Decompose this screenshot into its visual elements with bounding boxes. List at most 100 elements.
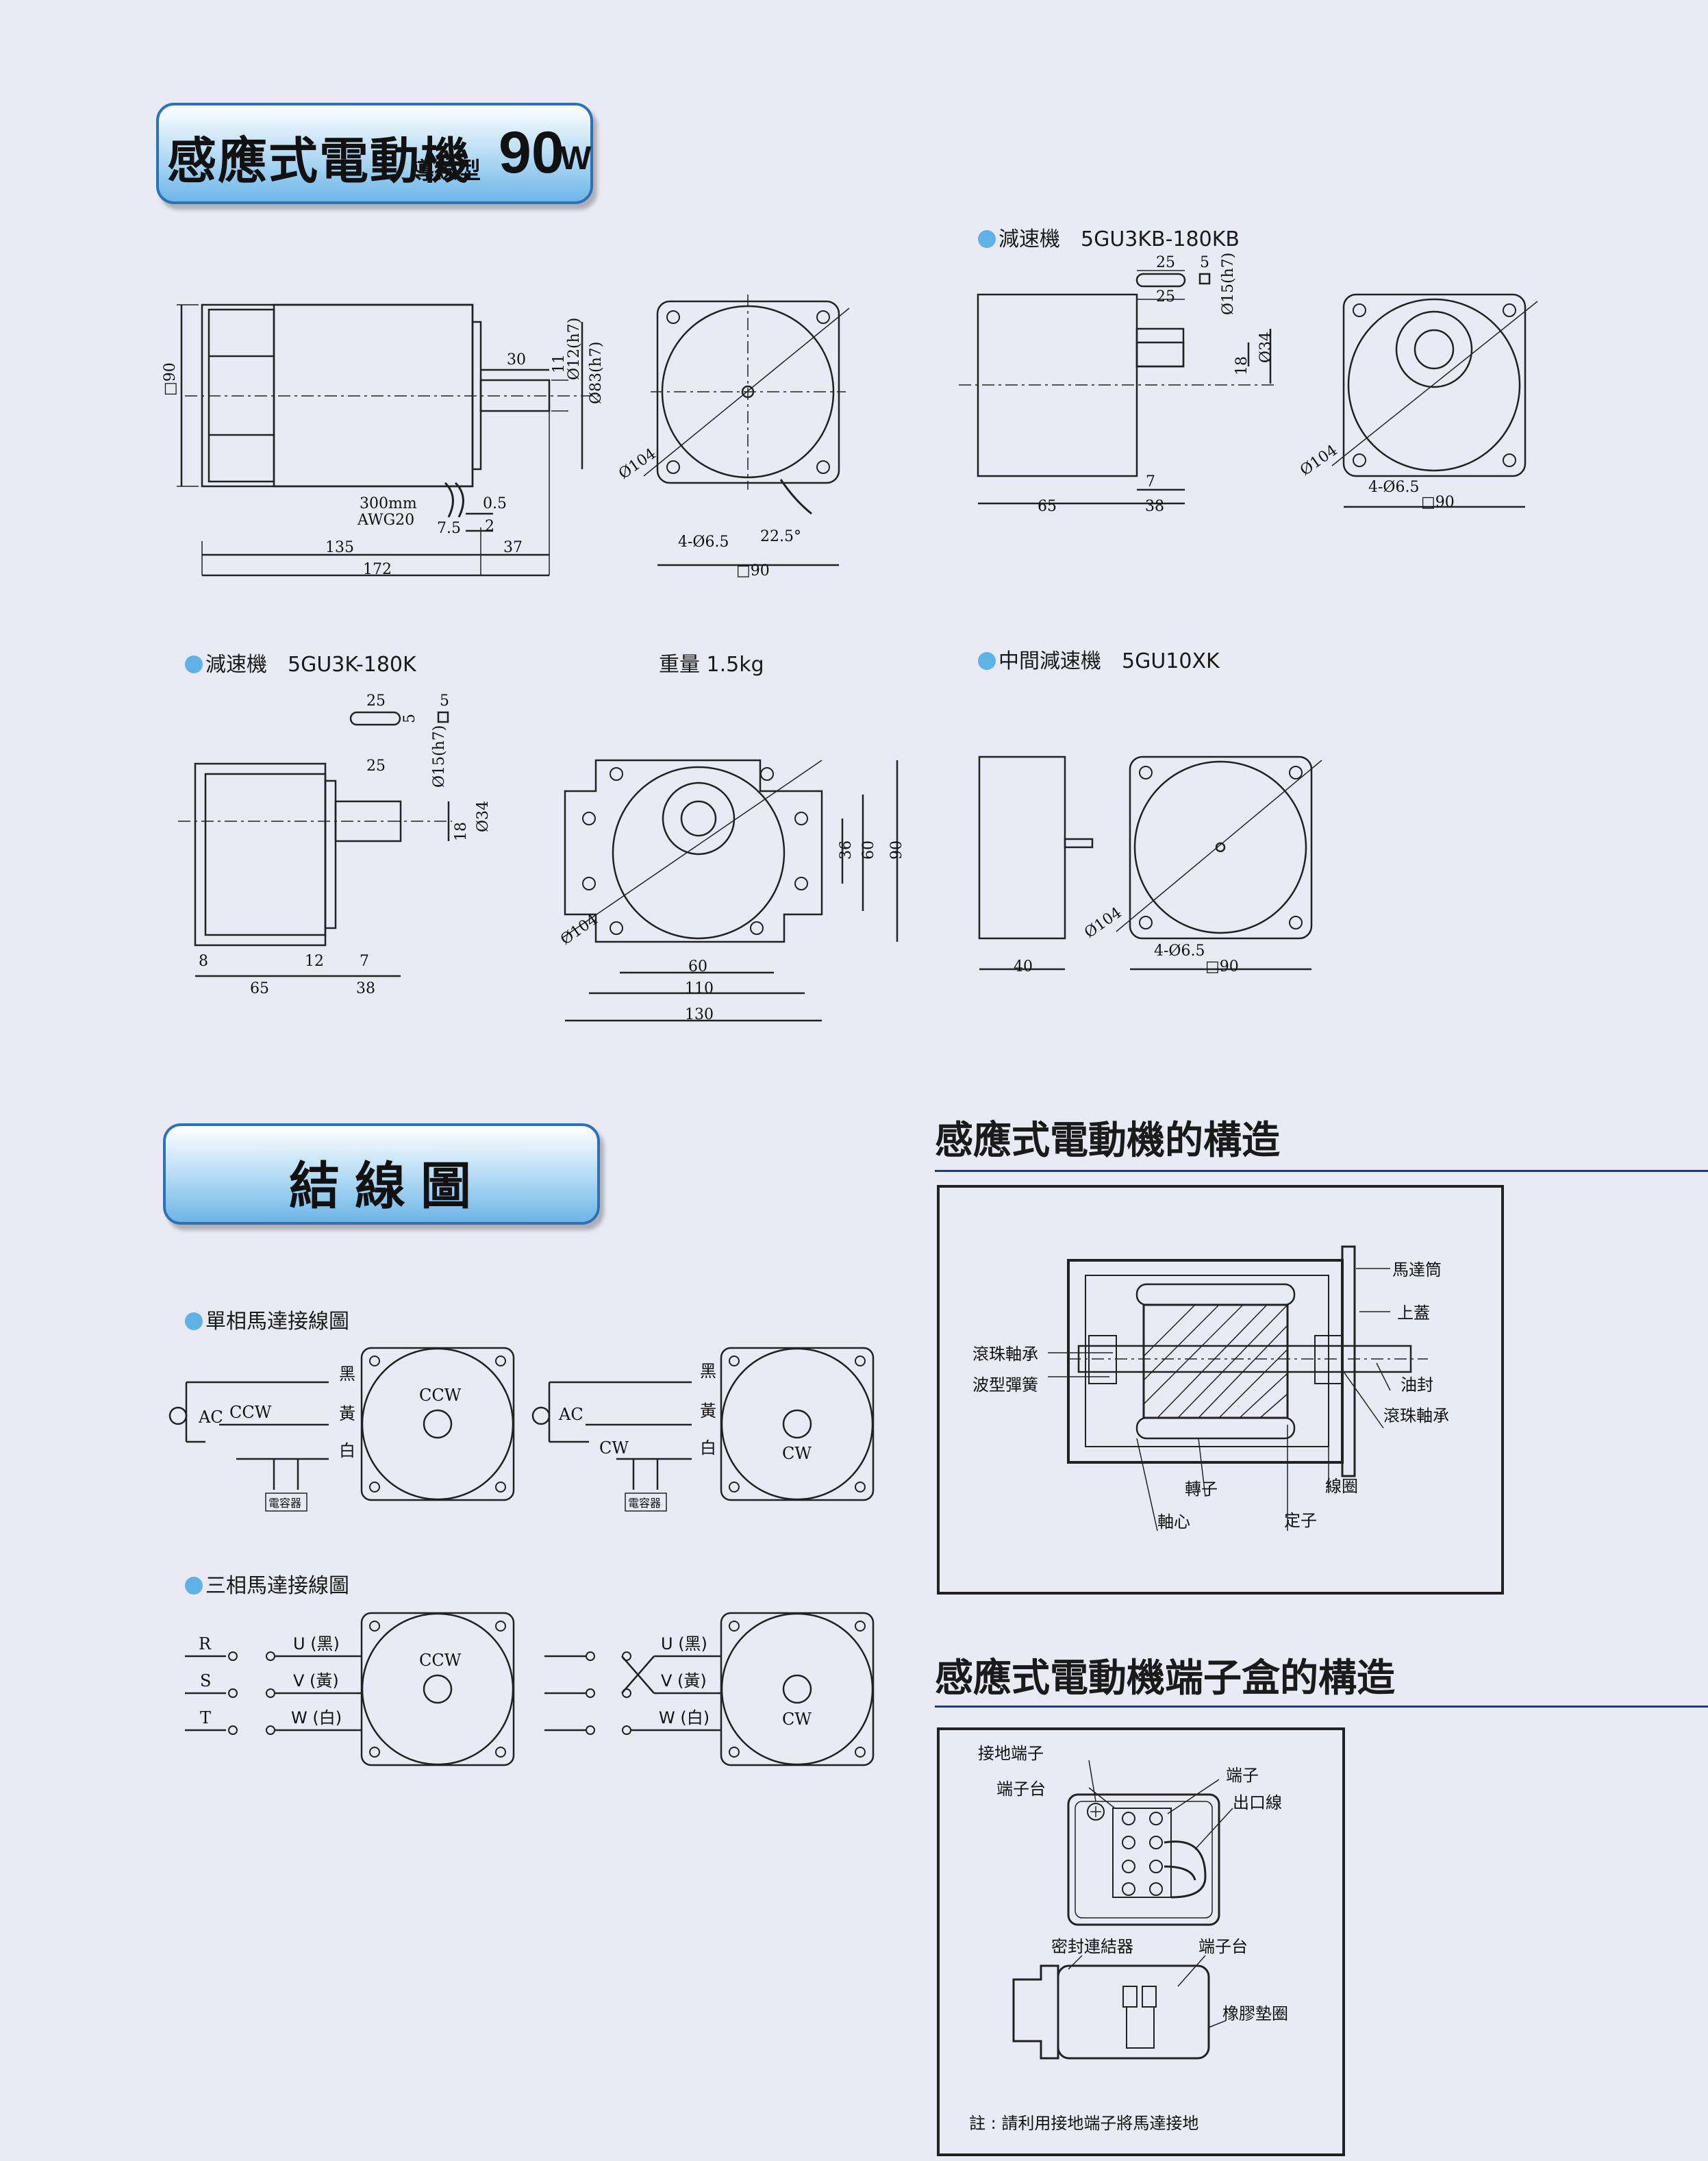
svg-text:U (黑): U (黑) xyxy=(293,1634,340,1653)
gear-k-face-view: Ø104 36 60 90 60 110 130 xyxy=(557,759,905,1023)
svg-text:T: T xyxy=(200,1708,211,1727)
motor-side-view: □90 30 11 Ø12(h7) Ø83(h7) 300mm AWG20 0.… xyxy=(162,303,605,578)
gear-kb-side-view: 25 5 25 Ø15(h7) 18 Ø34 7 65 38 xyxy=(959,253,1274,515)
svg-text:37: 37 xyxy=(503,539,523,556)
gear-k-side-view: 25 5 5 25 Ø15(h7) 18 Ø34 8 12 7 65 38 xyxy=(178,692,492,997)
bullet-icon xyxy=(185,655,203,673)
structure-rule xyxy=(935,1170,1708,1172)
three-phase-cw-diagram: U (黑) V (黃) W (白) CW xyxy=(544,1612,875,1766)
svg-text:□90: □90 xyxy=(736,562,770,579)
power-unit: W xyxy=(560,140,592,177)
svg-text:5: 5 xyxy=(401,714,418,723)
svg-text:AC: AC xyxy=(558,1405,583,1424)
terminal-box-diagram: 接地端子 端子台 端子 出口線 密封連結器 端子台 橡膠墊圈 註 : 請利用接地… xyxy=(969,1744,1288,2133)
svg-text:電容器: 電容器 xyxy=(268,1497,301,1510)
svg-text:7: 7 xyxy=(1146,473,1155,490)
weight-label: 重量 1.5kg xyxy=(659,653,764,677)
svg-text:25: 25 xyxy=(1156,288,1175,305)
svg-text:22.5°: 22.5° xyxy=(760,528,801,545)
terminal-box-rule xyxy=(935,1706,1708,1708)
svg-text:Ø15(h7): Ø15(h7) xyxy=(1220,253,1237,315)
svg-text:滾珠軸承: 滾珠軸承 xyxy=(1383,1406,1449,1425)
single-phase-ccw-diagram: 電容器 AC CCW 黑 黃 白 CCW xyxy=(168,1347,515,1512)
wiring-banner: 結線圖 xyxy=(163,1123,600,1225)
svg-text:25: 25 xyxy=(366,758,386,775)
svg-text:端子台: 端子台 xyxy=(1198,1937,1248,1956)
svg-text:5: 5 xyxy=(440,692,449,710)
svg-text:12: 12 xyxy=(305,953,324,970)
svg-text:8: 8 xyxy=(199,953,208,970)
svg-text:定子: 定子 xyxy=(1284,1511,1317,1530)
svg-text:Ø34: Ø34 xyxy=(1257,332,1274,363)
svg-text:36: 36 xyxy=(838,840,855,860)
svg-text:□90: □90 xyxy=(1421,494,1455,511)
svg-text:W (白): W (白) xyxy=(659,1708,709,1727)
svg-text:38: 38 xyxy=(1145,498,1164,515)
svg-text:滾珠軸承: 滾珠軸承 xyxy=(972,1345,1038,1364)
svg-text:5: 5 xyxy=(1200,254,1209,271)
bullet-icon xyxy=(978,230,996,248)
terminal-box-title: 感應式電動機端子盒的構造 xyxy=(935,1656,1395,1701)
svg-text:25: 25 xyxy=(366,692,386,710)
svg-text:接地端子: 接地端子 xyxy=(978,1744,1044,1763)
title-banner: 感應式電動機 導線型 90 W xyxy=(156,103,593,204)
svg-text:172: 172 xyxy=(363,561,392,578)
label-single-phase: 單相馬達接線圖 xyxy=(185,1304,349,1334)
svg-text:CCW: CCW xyxy=(419,1386,462,1405)
svg-text:Ø34: Ø34 xyxy=(475,801,492,832)
svg-text:65: 65 xyxy=(250,980,269,997)
structure-frame xyxy=(937,1185,1504,1595)
svg-text:CCW: CCW xyxy=(419,1651,462,1670)
svg-text:線圈: 線圈 xyxy=(1325,1477,1358,1496)
svg-text:CCW: CCW xyxy=(229,1403,272,1422)
svg-text:7.5: 7.5 xyxy=(437,520,461,537)
svg-text:密封連結器: 密封連結器 xyxy=(1051,1937,1133,1956)
svg-text:橡膠墊圈: 橡膠墊圈 xyxy=(1222,2004,1288,2023)
svg-text:CW: CW xyxy=(782,1444,812,1463)
svg-text:馬達筒: 馬達筒 xyxy=(1392,1260,1442,1279)
svg-text:黃: 黃 xyxy=(339,1404,355,1423)
svg-text:18: 18 xyxy=(453,822,470,841)
svg-text:Ø104: Ø104 xyxy=(616,445,660,483)
svg-text:W (白): W (白) xyxy=(291,1708,342,1727)
svg-text:130: 130 xyxy=(685,1006,714,1023)
svg-text:4-Ø6.5: 4-Ø6.5 xyxy=(678,534,729,551)
svg-text:38: 38 xyxy=(356,980,375,997)
svg-text:出口線: 出口線 xyxy=(1233,1793,1282,1812)
bullet-icon xyxy=(185,1312,203,1330)
svg-text:4-Ø6.5: 4-Ø6.5 xyxy=(1154,942,1205,960)
svg-text:AWG20: AWG20 xyxy=(357,512,414,529)
svg-text:端子台: 端子台 xyxy=(996,1779,1046,1799)
svg-text:90: 90 xyxy=(888,840,905,860)
power-value: 90 xyxy=(499,120,564,186)
motor-flange-view: Ø104 4-Ø6.5 22.5° □90 xyxy=(616,295,850,579)
svg-text:30: 30 xyxy=(507,351,526,369)
svg-text:上蓋: 上蓋 xyxy=(1397,1303,1430,1323)
wiring-title: 結線圖 xyxy=(289,1157,486,1216)
svg-text:CW: CW xyxy=(599,1438,629,1458)
svg-text:白: 白 xyxy=(700,1438,716,1458)
svg-text:2: 2 xyxy=(485,518,494,535)
svg-text:60: 60 xyxy=(688,958,707,975)
svg-text:波型彈簧: 波型彈簧 xyxy=(972,1375,1038,1395)
motor-structure-diagram: 馬達筒 上蓋 滾珠軸承 波型彈簧 油封 滾珠軸承 轉子 線圈 軸心 定子 xyxy=(972,1245,1449,1532)
svg-text:AC: AC xyxy=(198,1408,223,1427)
terminal-box-frame xyxy=(937,1727,1345,2156)
structure-title: 感應式電動機的構造 xyxy=(935,1119,1280,1163)
svg-text:白: 白 xyxy=(339,1441,355,1460)
svg-text:Ø83(h7): Ø83(h7) xyxy=(588,342,605,404)
bullet-icon xyxy=(185,1577,203,1595)
label-three-phase: 三相馬達接線圖 xyxy=(185,1569,349,1599)
svg-text:Ø15(h7): Ø15(h7) xyxy=(431,725,448,788)
svg-text:11: 11 xyxy=(551,354,568,373)
single-phase-cw-diagram: 電容器 AC CW 黑 黃 白 CW xyxy=(531,1347,875,1512)
svg-text:18: 18 xyxy=(1233,356,1251,375)
svg-text:□90: □90 xyxy=(1205,958,1239,975)
svg-text:R: R xyxy=(199,1634,212,1653)
svg-text:110: 110 xyxy=(685,980,714,997)
svg-text:V (黃): V (黃) xyxy=(661,1671,707,1690)
